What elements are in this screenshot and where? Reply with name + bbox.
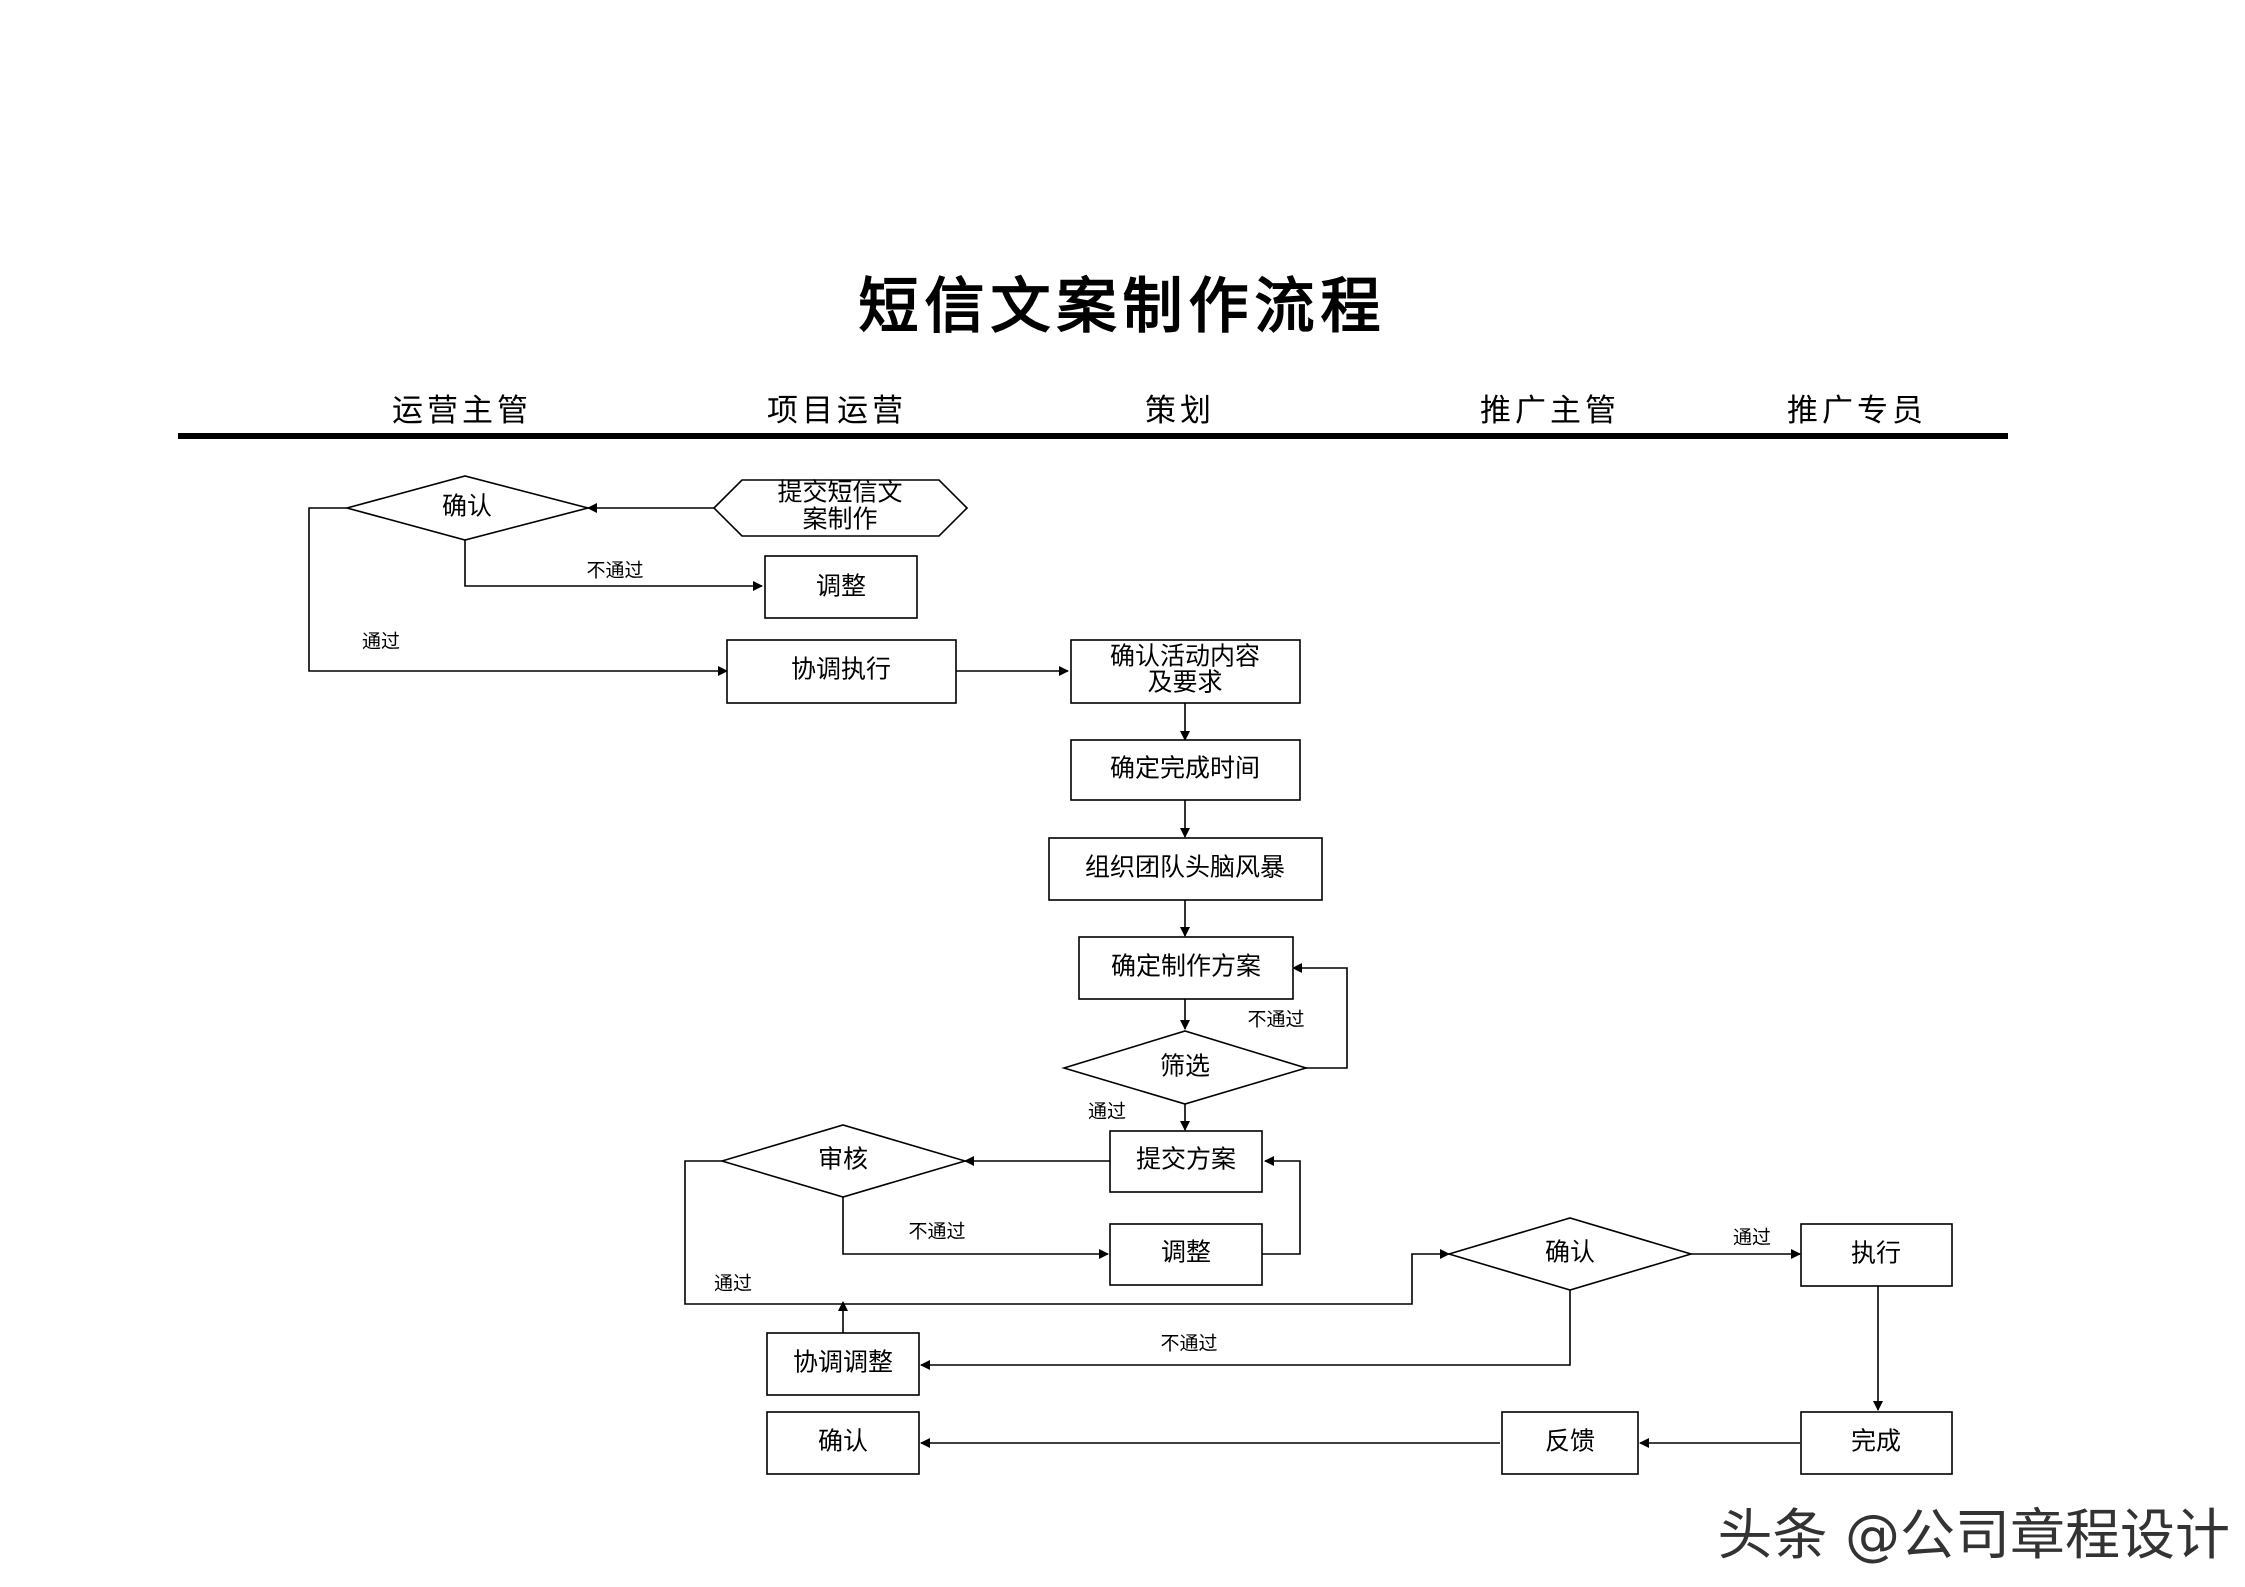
label-complete: 完成 xyxy=(1851,1427,1901,1456)
label-confirm2: 确认 xyxy=(1545,1238,1595,1267)
label-confirm-activity-line2: 及要求 xyxy=(1147,668,1222,697)
node-confirm-activity xyxy=(1070,639,1301,704)
edge-label-fail-1: 不通过 xyxy=(586,560,643,582)
decision-confirm2 xyxy=(1446,1217,1694,1291)
edge-label-pass-3: 通过 xyxy=(714,1273,752,1295)
arrow-confirm1-pass-to-coordinate xyxy=(308,507,728,676)
node-brainstorm xyxy=(1048,837,1323,901)
label-submit-sms-line2: 案制作 xyxy=(802,505,877,534)
node-adjust1 xyxy=(764,555,918,619)
arrow-confirm2-fail-to-coordinate-adjust xyxy=(920,1290,1571,1370)
label-review: 审核 xyxy=(818,1145,868,1174)
node-coordinate-adjust xyxy=(766,1332,920,1396)
label-execute: 执行 xyxy=(1851,1239,1901,1268)
label-feedback: 反馈 xyxy=(1545,1427,1595,1456)
label-brainstorm: 组织团队头脑风暴 xyxy=(1085,853,1285,882)
label-confirm-activity-line1: 确认活动内容 xyxy=(1110,642,1260,671)
lane-header-promo-specialist: 推广专员 xyxy=(1787,393,1927,429)
edge-label-pass-4: 通过 xyxy=(1733,1227,1771,1249)
connectors xyxy=(308,503,1883,1448)
arrow-filter-fail-to-plan xyxy=(1292,963,1348,1069)
label-adjust1: 调整 xyxy=(816,572,866,601)
arrow-confirm1-fail-to-adjust xyxy=(464,540,763,591)
page-title: 短信文案制作流程 xyxy=(858,272,1387,342)
label-confirm1: 确认 xyxy=(442,492,492,521)
edge-label-pass-2: 通过 xyxy=(1088,1101,1126,1123)
edge-label-fail-4: 不通过 xyxy=(1160,1333,1217,1355)
decision-confirm1 xyxy=(343,475,592,541)
node-adjust2 xyxy=(1109,1223,1263,1286)
lane-header-planning: 策划 xyxy=(1145,393,1215,429)
node-confirm3 xyxy=(766,1411,920,1475)
node-submit-plan xyxy=(1109,1130,1263,1193)
node-feedback xyxy=(1501,1411,1639,1475)
label-submit-plan: 提交方案 xyxy=(1136,1145,1236,1174)
label-set-time: 确定完成时间 xyxy=(1110,754,1260,783)
label-submit-sms-line1: 提交短信文 xyxy=(777,478,902,507)
node-coordinate xyxy=(726,639,957,704)
node-complete xyxy=(1800,1411,1953,1475)
label-adjust2: 调整 xyxy=(1161,1238,1211,1267)
lane-header-promo-supervisor: 推广主管 xyxy=(1480,393,1620,429)
arrow-review-pass-to-confirm2 xyxy=(684,1160,1450,1305)
lane-header-ops-supervisor: 运营主管 xyxy=(392,393,532,429)
arrow-review-fail-to-adjust xyxy=(842,1197,1109,1259)
edge-label-fail-3: 不通过 xyxy=(908,1221,965,1243)
label-coordinate-adjust: 协调调整 xyxy=(793,1348,893,1377)
watermark: 头条 @公司章程设计 xyxy=(1717,1503,2230,1567)
decision-review xyxy=(719,1124,968,1198)
node-submit-sms xyxy=(712,479,969,537)
label-coordinate: 协调执行 xyxy=(791,655,891,684)
lane-header-project-ops: 项目运营 xyxy=(767,393,907,429)
header-divider xyxy=(178,433,2008,439)
arrow-adjust-to-submit-plan xyxy=(1262,1156,1301,1255)
label-set-plan: 确定制作方案 xyxy=(1111,952,1261,981)
node-set-plan xyxy=(1078,936,1294,1000)
label-confirm3: 确认 xyxy=(818,1427,868,1456)
label-filter: 筛选 xyxy=(1160,1052,1210,1081)
node-set-time xyxy=(1070,739,1301,801)
node-execute xyxy=(1800,1223,1953,1287)
decision-filter xyxy=(1061,1030,1309,1105)
edge-label-fail-2: 不通过 xyxy=(1247,1009,1304,1031)
edge-label-pass-1: 通过 xyxy=(362,631,400,653)
